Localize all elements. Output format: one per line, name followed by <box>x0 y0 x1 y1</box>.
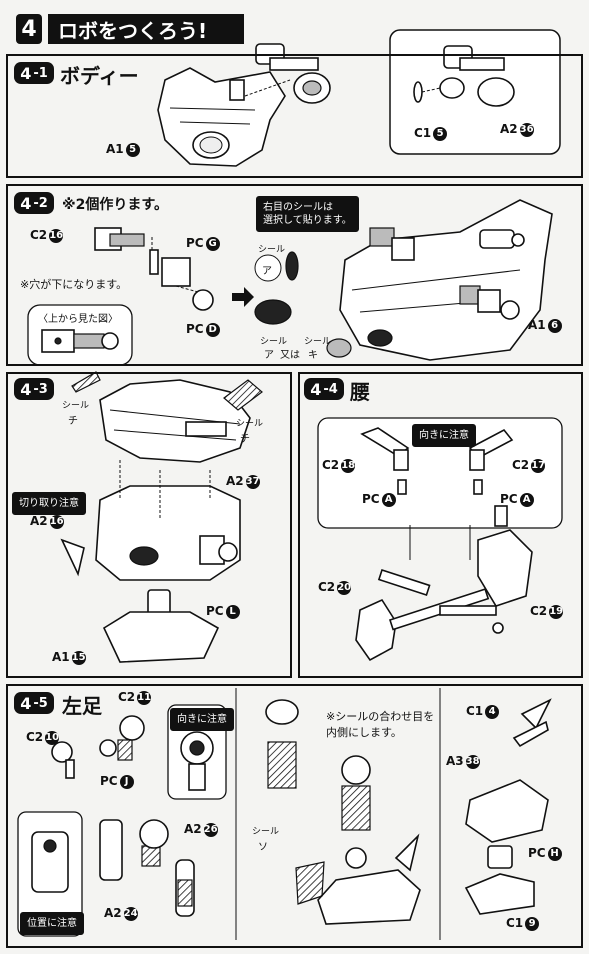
top-view-box <box>27 304 133 366</box>
panel-4-3 <box>6 372 292 678</box>
step-title-left-foot: 左足 <box>62 694 102 718</box>
step-title-waist: 腰 <box>350 380 370 404</box>
step-badge-4-5: 4-5 <box>14 692 54 714</box>
step-badge-4-3: 4-3 <box>14 378 54 400</box>
note-direction-waist: 向きに注意 <box>412 424 476 447</box>
seal-a-mark-2: ア <box>264 350 274 361</box>
seal-a-label: シール <box>258 245 286 255</box>
arrow-right <box>232 287 254 307</box>
panel-4-5 <box>6 684 583 948</box>
seal-a-label-2: シール <box>260 337 288 347</box>
head-drawing <box>60 371 263 663</box>
panel-4-2 <box>6 184 583 366</box>
seal-chi-mark-2: チ <box>240 434 250 445</box>
section-number: 4 <box>16 14 42 44</box>
step-title-body: ボディー <box>60 64 139 88</box>
body-with-joints-drawing <box>339 199 553 361</box>
seal-so-label: シール <box>252 827 280 837</box>
seal-chi-label: シール <box>62 401 90 411</box>
section-title: ロボをつくろう! <box>48 14 244 44</box>
detail-box-41 <box>389 29 561 155</box>
step-badge-4-4: 4-4 <box>304 378 344 400</box>
note-position: 位置に注意 <box>20 912 84 935</box>
note-hole-down: ※穴が下になります。 <box>20 278 128 291</box>
note-top-view: 〈上から見た図〉 <box>38 314 118 325</box>
waist-joints-drawing <box>317 417 563 662</box>
panel-4-1 <box>6 54 583 178</box>
note-direction-foot: 向きに注意 <box>170 708 234 731</box>
seal-or-text: 又は <box>280 350 300 361</box>
seal-a-mark: ア <box>262 266 272 277</box>
seal-chi-label-2: シール <box>236 419 264 429</box>
seal-ki-mark: キ <box>308 350 318 361</box>
pc-joint-drawing <box>94 227 214 311</box>
step-badge-4-1: 4-1 <box>14 62 54 84</box>
step-note-make-two: ※2個作ります。 <box>62 197 168 213</box>
note-seal-select: 右目のシールは 選択して貼ります。 <box>256 196 359 232</box>
seal-eye-drawing <box>254 251 352 358</box>
left-foot-drawings <box>17 688 552 940</box>
panel-4-4 <box>298 372 583 678</box>
body-shell-drawing <box>157 67 286 167</box>
step-badge-4-2: 4-2 <box>14 192 54 214</box>
note-cut-carefully: 切り取り注意 <box>12 492 86 515</box>
seal-chi-mark: チ <box>68 416 78 427</box>
seal-so-mark: ソ <box>258 842 268 853</box>
note-seal-seam-inside: ※シールの合わせ目を 内側にします。 <box>326 710 435 739</box>
seal-ki-label: シール <box>304 337 332 347</box>
